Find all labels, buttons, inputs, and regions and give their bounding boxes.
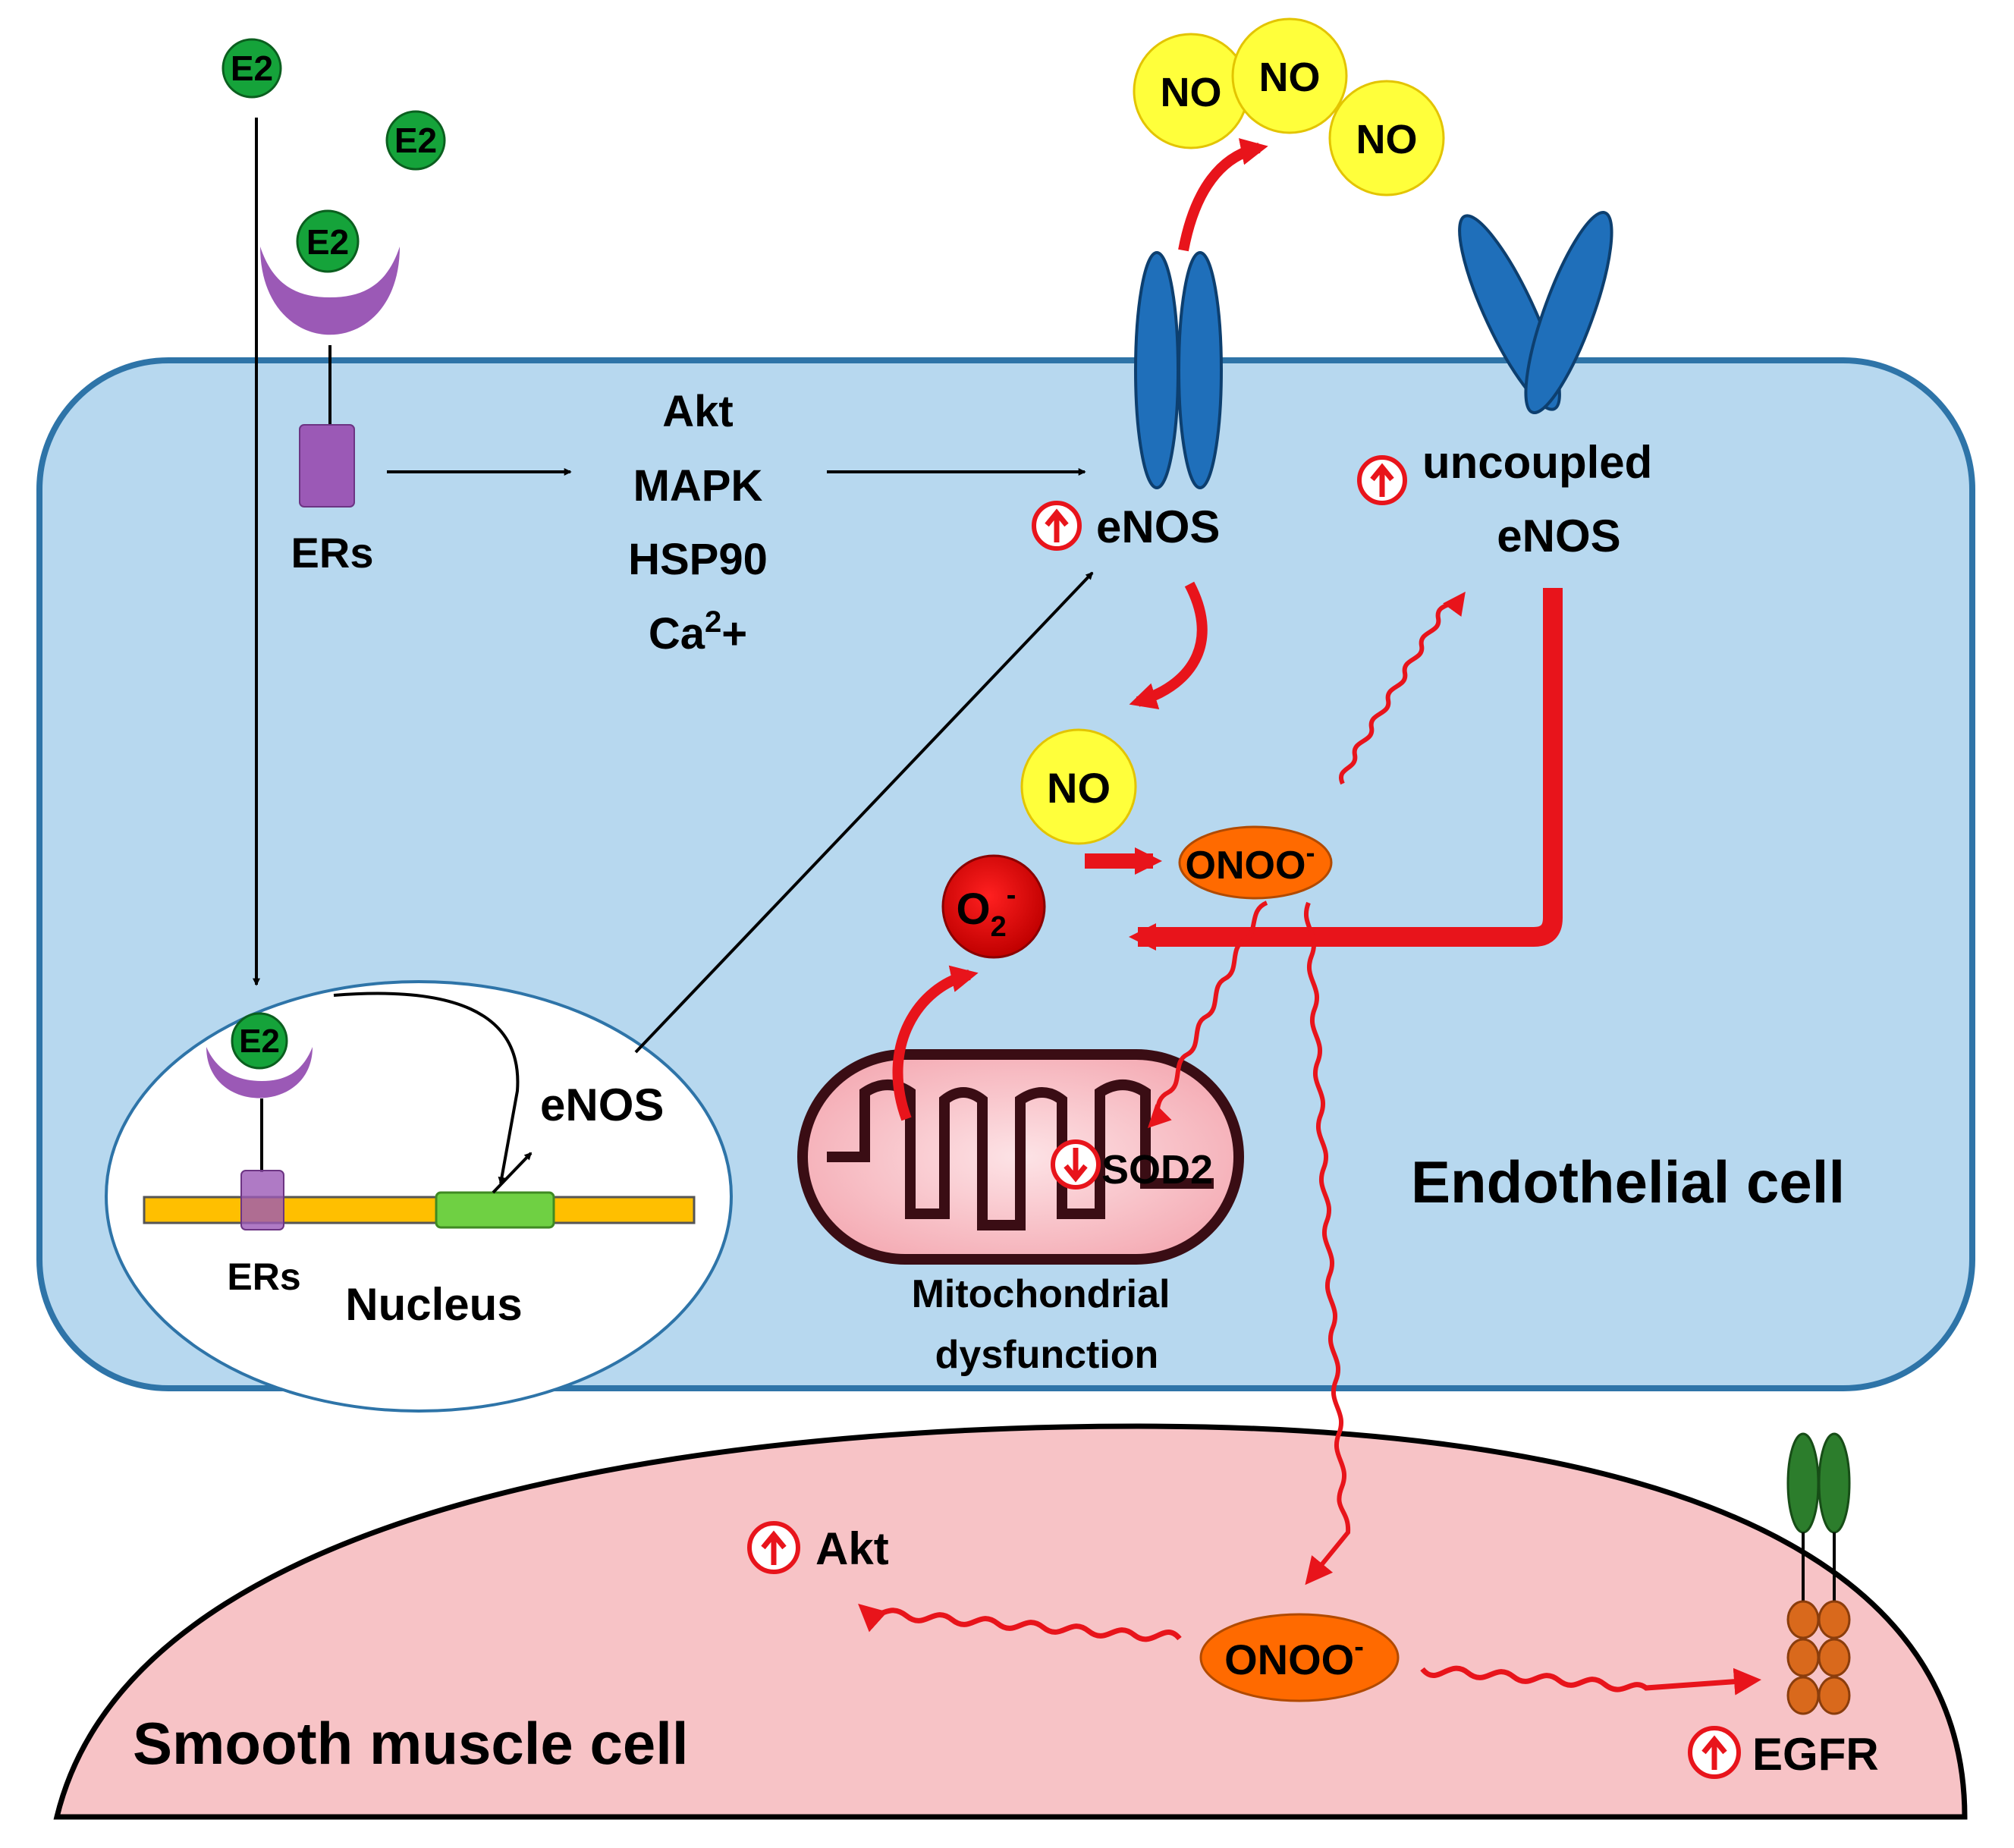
no-released-1-label: NO <box>1161 70 1222 115</box>
membrane-er-bar <box>299 424 355 508</box>
egfr-label: EGFR <box>1752 1729 1879 1780</box>
smooth-muscle-cell <box>53 1423 1968 1820</box>
no-intracellular-label: NO <box>1047 764 1111 812</box>
enos-coupled-left <box>1134 251 1180 489</box>
enos-gene-label: eNOS <box>540 1080 664 1130</box>
onoo-endothelial <box>1178 825 1333 900</box>
ers-membrane-label: ERs <box>291 529 374 577</box>
ers-nuclear-label: ERs <box>227 1256 300 1298</box>
superoxide <box>941 854 1046 959</box>
akt-smc-label: Akt <box>815 1523 889 1574</box>
e2-ligand-2-label: E2 <box>394 121 437 160</box>
wavy-onoo-to-uncoupling <box>1339 591 1466 785</box>
enos-gene-segment <box>435 1191 555 1229</box>
onoo-endothelial-label: ONOO- <box>1186 837 1315 888</box>
arrow-gene-transcription <box>492 1152 533 1194</box>
up-arrow-circle-icon <box>1357 455 1407 505</box>
down-arrow-circle-icon <box>1051 1139 1101 1190</box>
mito-label-line1: Mitochondrial <box>912 1272 1170 1316</box>
wavy-onoo-to-smc <box>1303 901 1351 1586</box>
smooth-muscle-cell-label: Smooth muscle cell <box>133 1710 689 1777</box>
sod2-label: SOD2 <box>1101 1147 1213 1193</box>
arrow-er-to-gene <box>333 992 520 1185</box>
uncoupled-label-line2: eNOS <box>1497 511 1620 561</box>
arrow-enos-release-no <box>1178 138 1268 252</box>
wavy-onoo-to-egfr <box>1420 1665 1761 1696</box>
e2-ligand-1-label: E2 <box>231 49 273 88</box>
e2-nuclear <box>231 1012 288 1070</box>
signal-mapk: MAPK <box>633 461 763 511</box>
nuclear-er-bar <box>240 1170 284 1230</box>
up-arrow-circle-icon <box>1688 1726 1741 1779</box>
up-arrow-circle-icon <box>747 1521 800 1574</box>
e2-nuclear-label: E2 <box>239 1023 280 1060</box>
up-arrow-circle-icon <box>1032 501 1082 551</box>
arrow-enos-to-no <box>1129 581 1208 710</box>
wavy-onoo-to-akt <box>858 1603 1182 1642</box>
egfr-receptor <box>1786 1432 1851 1715</box>
signal-akt: Akt <box>662 387 733 436</box>
superoxide-label: O2- <box>957 879 1016 943</box>
dna-strand <box>143 1196 696 1224</box>
uncoupled-label-line1: uncoupled <box>1422 437 1652 488</box>
e2-ligand-1 <box>222 38 282 99</box>
mito-label-line2: dysfunction <box>935 1333 1159 1377</box>
onoo-smc <box>1199 1613 1400 1702</box>
no-intracellular <box>1020 728 1137 845</box>
wavy-onoo-to-sod2 <box>1147 900 1268 1129</box>
nuclear-er-cup <box>206 1047 313 1098</box>
e2-ligand-2 <box>385 110 446 171</box>
nucleus-label: Nucleus <box>345 1279 522 1330</box>
no-released-3 <box>1328 80 1445 196</box>
no-released-2 <box>1231 17 1348 134</box>
arrow-uncoupled-to-superoxide <box>1129 588 1563 951</box>
e2-ligand-3-label: E2 <box>306 222 349 262</box>
endothelial-cell-label: Endothelial cell <box>1411 1149 1845 1215</box>
arrow-gene-to-enos <box>634 571 1094 1054</box>
signal-hsp90: HSP90 <box>628 535 768 584</box>
arrow-mito-to-superoxide <box>892 965 979 1121</box>
membrane-er-cup <box>260 247 400 335</box>
no-released-2-label: NO <box>1259 55 1321 100</box>
no-released-3-label: NO <box>1356 117 1418 162</box>
e2-ligand-3 <box>296 209 360 273</box>
enos-uncoupled-right <box>1524 210 1613 415</box>
signal-calcium: Ca2+ <box>649 605 747 658</box>
enos-coupled-label: eNOS <box>1096 501 1220 552</box>
enos-coupled-right <box>1177 251 1223 489</box>
onoo-smc-label: ONOO- <box>1224 1631 1364 1683</box>
